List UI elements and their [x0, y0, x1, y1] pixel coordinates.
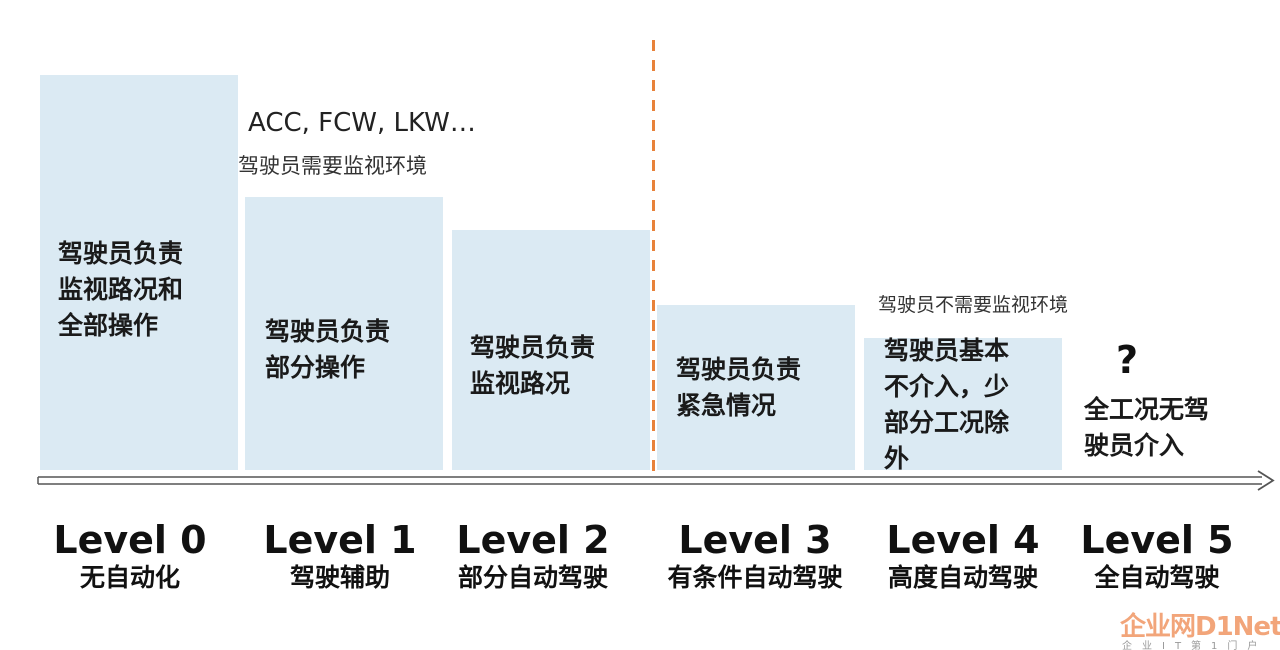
level-5-label: Level 5 全自动驾驶: [1072, 518, 1242, 594]
level-5-desc: 全自动驾驶: [1094, 563, 1220, 592]
level-3-desc: 有条件自动驾驶: [667, 563, 843, 592]
level-4-name: Level 4: [886, 518, 1040, 562]
level-4-label: Level 4 高度自动驾驶: [868, 518, 1058, 594]
driver-no-monitor-note: 驾驶员不需要监视环境: [878, 294, 1069, 316]
level-1-desc: 驾驶辅助: [289, 563, 390, 592]
level-3-label: Level 3 有条件自动驾驶: [650, 518, 860, 594]
watermark-subtitle: 企业IT第1门户: [1122, 641, 1268, 650]
level-2-label: Level 2 部分自动驾驶: [438, 518, 628, 594]
level-1-bar: [245, 197, 443, 470]
level-2-bar-text: 驾驶员负责 监视路况: [470, 333, 596, 398]
level-1-name: Level 1: [263, 518, 417, 562]
level-2-desc: 部分自动驾驶: [457, 563, 608, 592]
monitoring-divider-line: [652, 40, 655, 474]
level-5-bar-text: 全工况无驾 驶员介入: [1084, 395, 1210, 460]
level-3-bar-text: 驾驶员负责 紧急情况: [676, 355, 802, 420]
level-0-name: Level 0: [53, 518, 207, 562]
level-4-desc: 高度自动驾驶: [887, 563, 1038, 592]
driver-monitor-note: 驾驶员需要监视环境: [238, 154, 427, 178]
level-2-name: Level 2: [456, 518, 610, 562]
level-3-name: Level 3: [678, 518, 832, 562]
level-2-bar: [452, 230, 650, 470]
level-0-label: Level 0 无自动化: [40, 518, 220, 594]
level-4-bar: [864, 338, 1062, 470]
level-4-bar-text: 驾驶员基本 不介入，少 部分工况除 外: [884, 336, 1010, 473]
level-1-label: Level 1 驾驶辅助: [250, 518, 430, 594]
level-0-bar: [40, 75, 238, 470]
site-watermark: 企业网D1Net 企业IT第1门户: [1120, 606, 1280, 650]
watermark-logo: 企业网D1Net: [1120, 612, 1280, 642]
level-3-bar: [657, 305, 855, 470]
level-axis-arrow: [37, 470, 1275, 491]
level-0-desc: 无自动化: [79, 563, 180, 592]
question-mark: ?: [1116, 338, 1139, 382]
level-0-bar-text: 驾驶员负责 监视路况和 全部操作: [58, 239, 184, 340]
level-5-name: Level 5: [1080, 518, 1234, 562]
level-1-bar-text: 驾驶员负责 部分操作: [265, 317, 391, 382]
adas-features-note: ACC, FCW, LKW…: [248, 108, 476, 138]
